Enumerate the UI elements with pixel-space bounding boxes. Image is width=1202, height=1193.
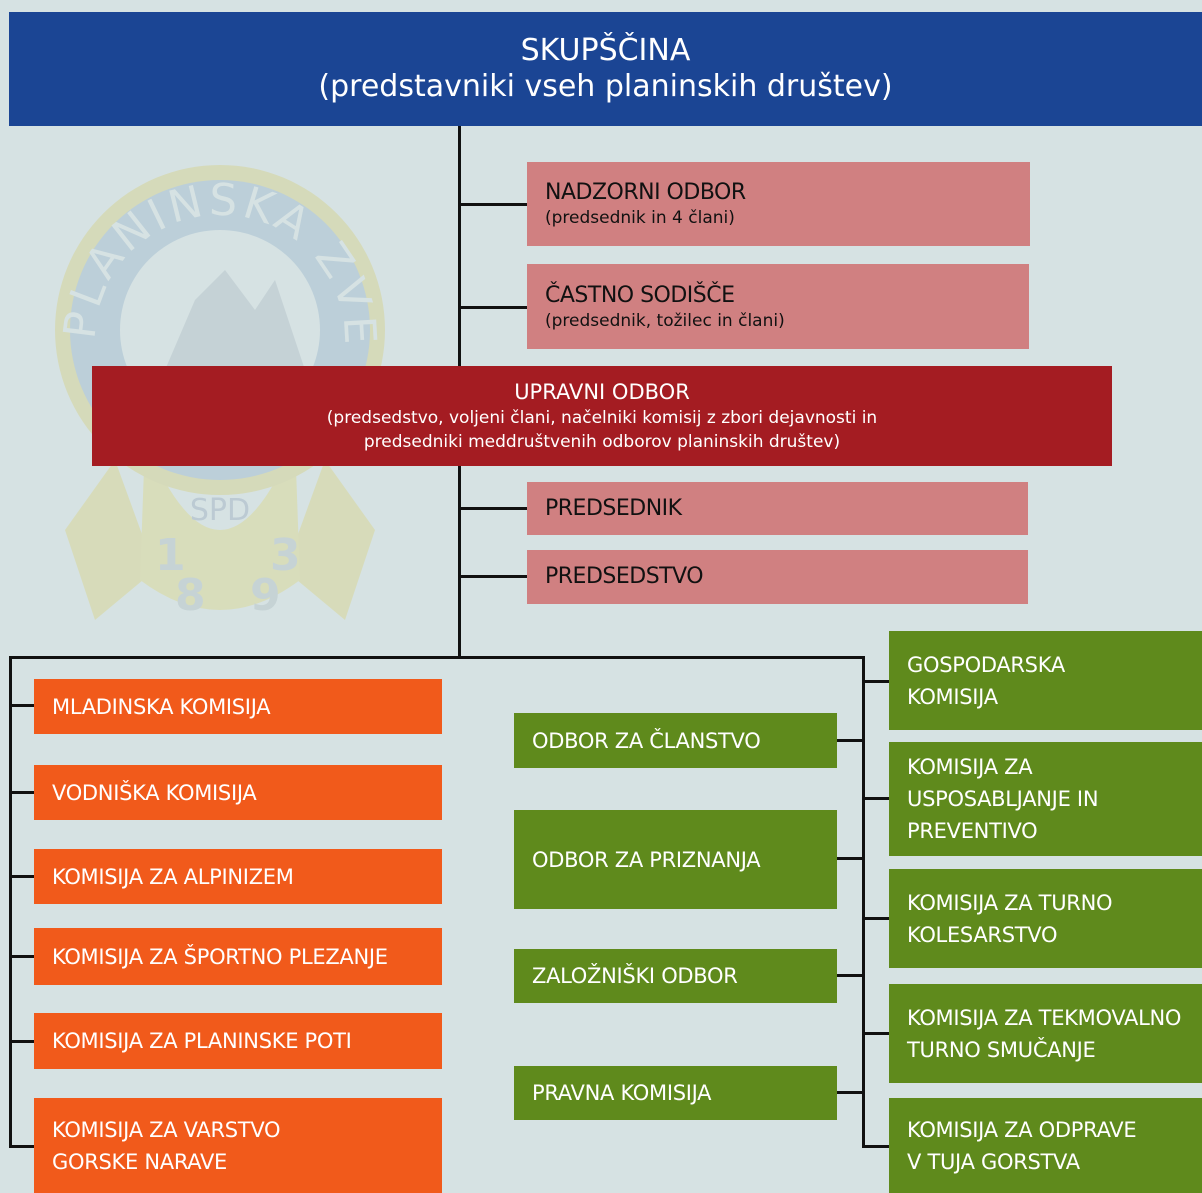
commission-box-expeditions: KOMISIJA ZA ODPRAVE V TUJA GORSTVA <box>889 1098 1202 1193</box>
commission-label-line2: V TUJA GORSTVA <box>907 1149 1080 1174</box>
commission-label-line2: KOMISIJA <box>907 684 998 709</box>
commission-label-line1: GOSPODARSKA <box>907 652 1065 677</box>
honor-court-subtitle: (predsednik, tožilec in člani) <box>545 310 785 331</box>
board-box-awards: ODBOR ZA PRIZNANJA <box>514 810 837 909</box>
connector-line <box>9 955 34 958</box>
board-label: PRAVNA KOMISIJA <box>532 1081 712 1105</box>
connector-line <box>837 1091 865 1094</box>
commission-box-mountain-paths: KOMISIJA ZA PLANINSKE POTI <box>34 1013 442 1069</box>
ribbon-right <box>285 460 375 620</box>
commission-box-nature-protection: KOMISIJA ZA VARSTVO GORSKE NARAVE <box>34 1098 442 1193</box>
commission-label-line1: KOMISIJA ZA <box>907 755 1033 779</box>
commission-box-mountain-biking: KOMISIJA ZA TURNO KOLESARSTVO <box>889 869 1202 968</box>
executive-board-desc-line1: (predsedstvo, voljeni člani, načelniki k… <box>326 408 878 428</box>
board-label: ZALOŽNIŠKI ODBOR <box>532 964 738 988</box>
board-label: ODBOR ZA ČLANSTVO <box>532 728 761 753</box>
left-bus-line <box>9 656 12 1148</box>
commission-label-line2: GORSKE NARAVE <box>52 1149 228 1174</box>
connector-line <box>837 974 865 977</box>
commission-box-guides: VODNIŠKA KOMISIJA <box>34 765 442 820</box>
board-label: ODBOR ZA PRIZNANJA <box>532 847 761 872</box>
commission-box-alpinism: KOMISIJA ZA ALPINIZEM <box>34 849 442 904</box>
connector-line <box>862 1145 889 1148</box>
presidency-box: PREDSEDSTVO <box>527 550 1028 604</box>
connector-line <box>837 857 865 860</box>
connector-line <box>862 797 889 800</box>
assembly-title: SKUPŠČINA <box>520 33 691 68</box>
board-box-membership: ODBOR ZA ČLANSTVO <box>514 713 837 768</box>
commission-box-economic: GOSPODARSKA KOMISIJA <box>889 631 1202 730</box>
year-digit: 1 <box>155 530 186 581</box>
commission-label-line1: KOMISIJA ZA VARSTVO <box>52 1117 281 1142</box>
connector-line <box>862 680 889 683</box>
commission-label: KOMISIJA ZA ŠPORTNO PLEZANJE <box>52 944 388 969</box>
presidency-title: PREDSEDSTVO <box>545 564 704 589</box>
connector-line <box>9 1040 34 1043</box>
year-digit: 9 <box>250 570 281 621</box>
board-box-publishing: ZALOŽNIŠKI ODBOR <box>514 949 837 1003</box>
banner <box>140 440 300 610</box>
commission-label-line1: KOMISIJA ZA ODPRAVE <box>907 1117 1137 1142</box>
executive-board-desc-line2: predsedniki meddruštvenih odborov planin… <box>363 432 841 452</box>
commission-box-ski-mountaineering: KOMISIJA ZA TEKMOVALNO TURNO SMUČANJE <box>889 984 1202 1083</box>
emblem-abbr: SPD <box>190 493 250 528</box>
year-digit: 8 <box>175 570 206 621</box>
right-bus-line <box>862 656 865 1148</box>
commission-label: KOMISIJA ZA PLANINSKE POTI <box>52 1029 352 1053</box>
commission-label-line2: KOLESARSTVO <box>907 922 1058 947</box>
commission-label: MLADINSKA KOMISIJA <box>52 694 271 719</box>
connector-line <box>458 203 527 206</box>
commission-box-sport-climbing: KOMISIJA ZA ŠPORTNO PLEZANJE <box>34 928 442 985</box>
commission-label-line3: PREVENTIVO <box>907 819 1038 843</box>
executive-board-box: UPRAVNI ODBOR (predsedstvo, voljeni član… <box>92 366 1112 466</box>
supervisory-board-title: NADZORNI ODBOR <box>545 180 746 205</box>
connector-line <box>9 1145 34 1148</box>
connector-line <box>9 791 34 794</box>
assembly-subtitle: (predstavniki vseh planinskih društev) <box>318 69 893 104</box>
honor-court-box: ČASTNO SODIŠČE (predsednik, tožilec in č… <box>527 264 1029 349</box>
commission-label-line2: TURNO SMUČANJE <box>907 1037 1096 1062</box>
connector-line <box>837 739 865 742</box>
connector-line <box>862 917 889 920</box>
connector-line <box>458 306 527 309</box>
commission-label-line1: KOMISIJA ZA TURNO <box>907 890 1113 915</box>
commission-label: KOMISIJA ZA ALPINIZEM <box>52 864 294 889</box>
president-title: PREDSEDNIK <box>545 495 682 521</box>
commission-box-training-prevention: KOMISIJA ZA USPOSABLJANJE IN PREVENTIVO <box>889 742 1202 856</box>
board-box-legal: PRAVNA KOMISIJA <box>514 1066 837 1120</box>
connector-line <box>862 1032 889 1035</box>
connector-line <box>458 507 527 510</box>
executive-board-title: UPRAVNI ODBOR <box>514 380 690 404</box>
supervisory-board-subtitle: (predsednik in 4 člani) <box>545 208 735 228</box>
honor-court-title: ČASTNO SODIŠČE <box>545 282 735 308</box>
connector-line <box>9 704 34 707</box>
supervisory-board-box: NADZORNI ODBOR (predsednik in 4 člani) <box>527 162 1030 246</box>
commission-label-line2: USPOSABLJANJE IN <box>907 787 1099 811</box>
president-box: PREDSEDNIK <box>527 482 1028 535</box>
commission-label: VODNIŠKA KOMISIJA <box>52 780 257 805</box>
assembly-box: SKUPŠČINA (predstavniki vseh planinskih … <box>9 12 1202 126</box>
ribbon-left <box>65 460 155 620</box>
horizontal-bus-line <box>9 656 865 659</box>
year-digit: 3 <box>270 530 301 581</box>
commission-box-youth: MLADINSKA KOMISIJA <box>34 679 442 734</box>
mountain-icon <box>165 270 305 370</box>
connector-line <box>9 875 34 878</box>
connector-line <box>458 575 527 578</box>
commission-label-line1: KOMISIJA ZA TEKMOVALNO <box>907 1005 1182 1030</box>
